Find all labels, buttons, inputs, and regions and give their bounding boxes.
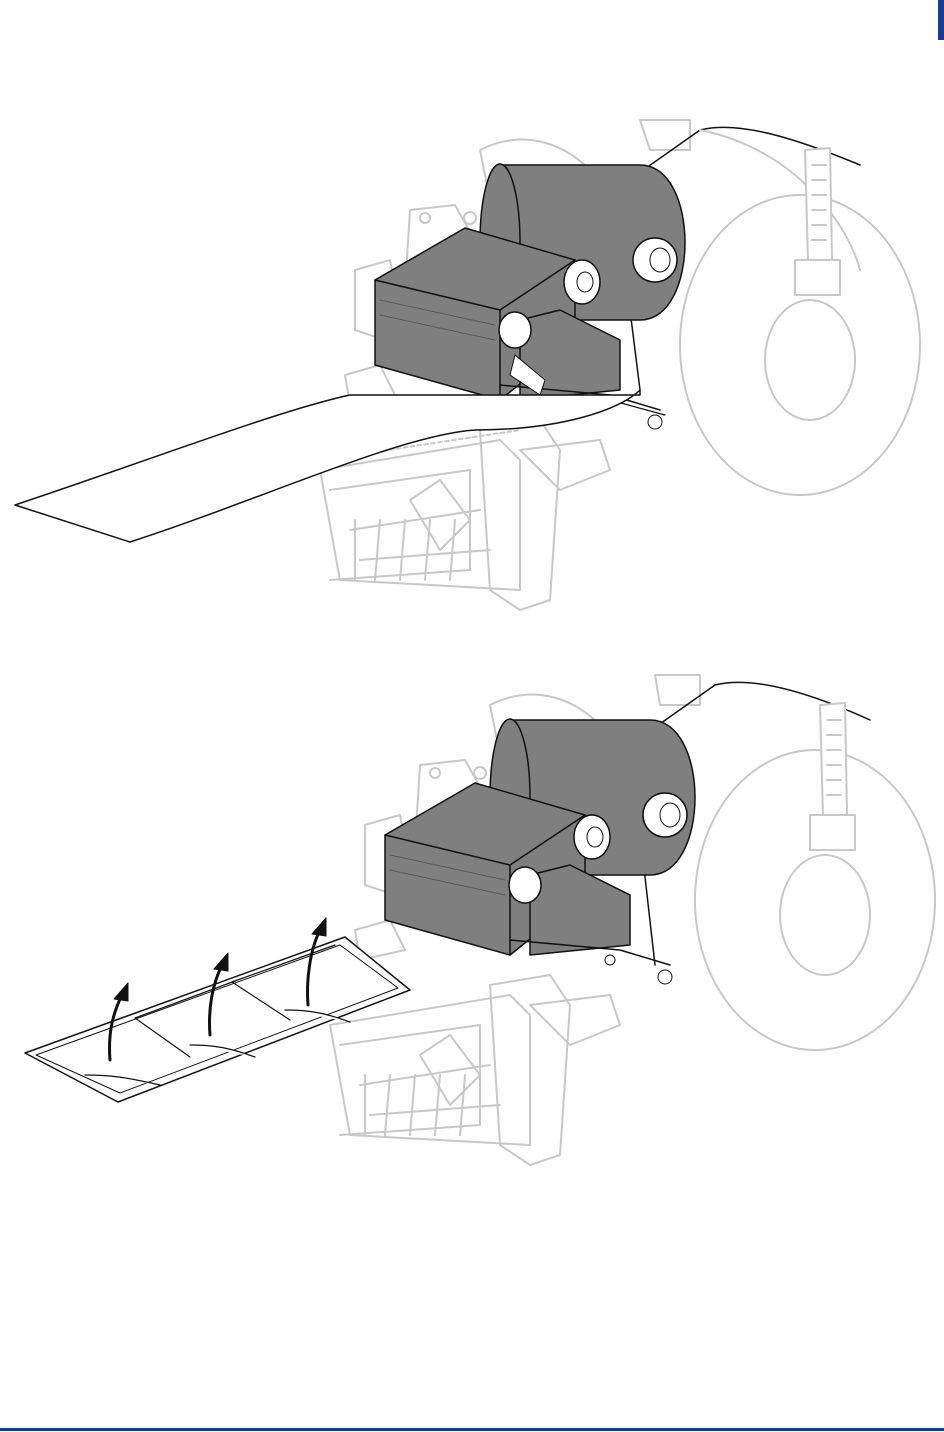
figure-label-peel (0, 665, 944, 1175)
figure-printer-threading (0, 110, 944, 620)
page-tab-marker (938, 0, 944, 40)
printer-illustration-svg (0, 110, 944, 620)
printer-peel-illustration-svg (0, 665, 944, 1175)
footer-rule (0, 1428, 944, 1431)
label-strip (25, 937, 410, 1102)
media-web (15, 390, 640, 542)
